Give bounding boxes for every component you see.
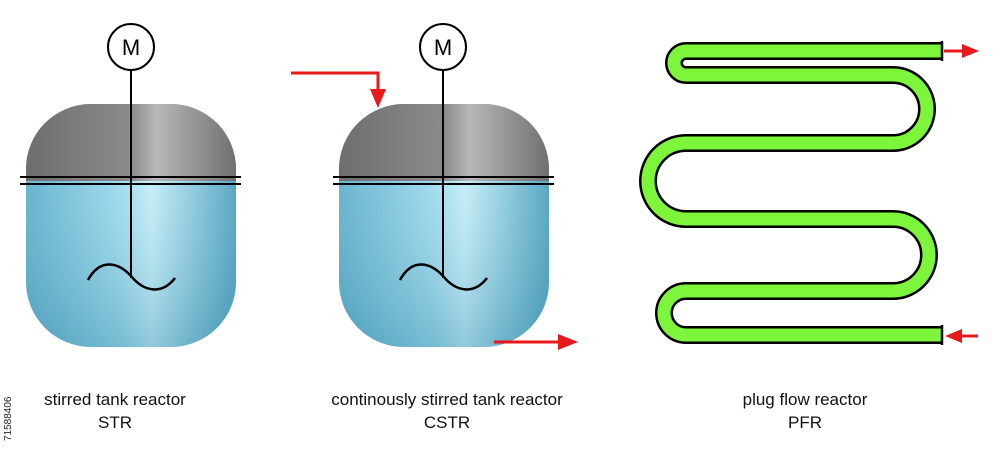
stock-id-label: 71588406 (3, 396, 14, 442)
cstr-motor-label: M (434, 35, 452, 60)
str-impeller (86, 263, 176, 291)
cstr-caption: continously stirred tank reactor CSTR (287, 388, 607, 434)
cstr-reactor: M (291, 23, 578, 350)
str-caption: stirred tank reactor STR (0, 388, 275, 434)
pfr-caption: plug flow reactor PFR (645, 388, 965, 434)
pfr-pipe-fill (641, 44, 942, 342)
pfr-reactor (639, 41, 979, 345)
str-name: stirred tank reactor (44, 390, 186, 409)
cstr-inlet-arrow (291, 71, 386, 108)
cstr-outlet-arrow (494, 334, 578, 350)
cstr-name: continously stirred tank reactor (331, 390, 563, 409)
str-motor-circle (107, 23, 155, 71)
pfr-outlet-arrow (944, 44, 979, 58)
str-motor-label: M (122, 35, 140, 60)
cstr-impeller (398, 263, 488, 291)
str-motor: M (107, 23, 155, 71)
pfr-name: plug flow reactor (742, 390, 868, 409)
cstr-motor-circle (419, 23, 467, 71)
cstr-motor: M (419, 23, 467, 71)
pfr-abbreviation: PFR (788, 413, 822, 432)
str-reactor: M (20, 23, 241, 347)
pfr-inlet-arrow (945, 329, 978, 343)
cstr-abbreviation: CSTR (423, 413, 471, 432)
str-abbreviation: STR (98, 413, 132, 432)
